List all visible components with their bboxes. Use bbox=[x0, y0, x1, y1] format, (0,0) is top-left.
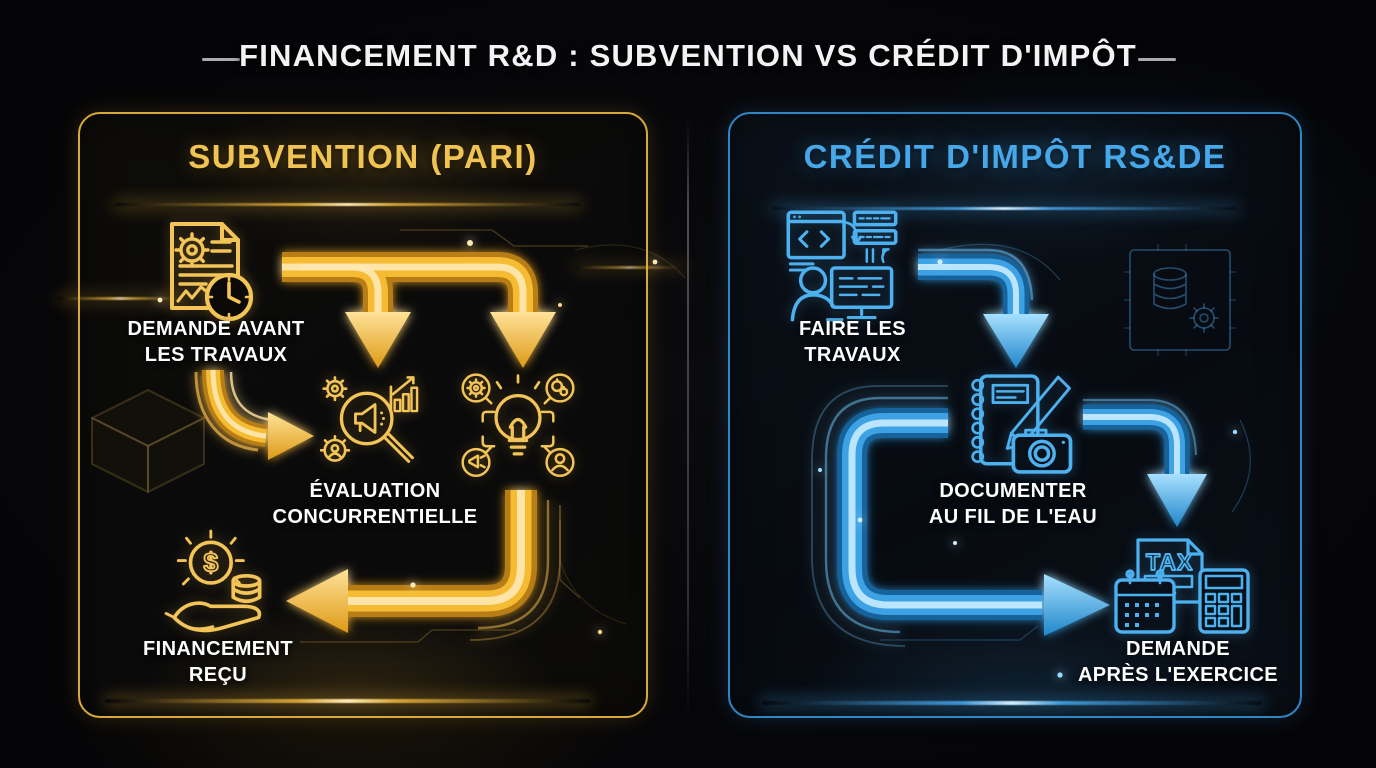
title-right-dash bbox=[1138, 58, 1176, 61]
iso-cube-decoration bbox=[91, 389, 205, 493]
notebook-pen-camera-icon bbox=[971, 374, 1073, 474]
gold-edge-streak bbox=[58, 297, 183, 300]
blue-bottom-glow bbox=[762, 701, 1262, 705]
gold-bottom-glow bbox=[105, 699, 590, 703]
gold-header-underline bbox=[115, 203, 580, 206]
step-label-documenter: DOCUMENTER AU FIL DE L'EAU bbox=[928, 480, 1098, 528]
title-left-dash bbox=[202, 58, 240, 61]
subvention-panel-title: SUBVENTION (PARI) bbox=[188, 138, 538, 175]
lightbulb-network-icon bbox=[461, 373, 575, 478]
step-label-faire-travaux: FAIRE LES TRAVAUX bbox=[799, 318, 906, 366]
page-title: FINANCEMENT R&D : SUBVENTION VS CRÉDIT D… bbox=[239, 38, 1137, 73]
panel-divider bbox=[687, 120, 689, 716]
tax-glyph: TAX bbox=[1146, 549, 1193, 575]
credit-panel-title: CRÉDIT D'IMPÔT RS&DE bbox=[803, 138, 1227, 175]
blue-header-underline bbox=[772, 207, 1237, 210]
chip-database-decoration bbox=[1124, 244, 1236, 356]
step-label-financement: FINANCEMENT REÇU bbox=[143, 638, 293, 686]
developer-workstation-icon bbox=[786, 210, 898, 322]
step-label-demande-apres: DEMANDE APRÈS L'EXERCICE bbox=[1077, 638, 1279, 686]
coin-dollar-glyph: $ bbox=[203, 548, 218, 578]
tax-calculator-icon: TAX bbox=[1114, 538, 1250, 634]
step-label-demande-avant: DEMANDE AVANT LES TRAVAUX bbox=[127, 318, 305, 366]
gold-side-streak bbox=[575, 266, 685, 269]
magnifier-megaphone-icon bbox=[320, 376, 419, 463]
hand-coins-icon: $ bbox=[164, 529, 262, 633]
document-gear-clock-icon bbox=[170, 222, 253, 321]
title-row: FINANCEMENT R&D : SUBVENTION VS CRÉDIT D… bbox=[0, 38, 1376, 74]
step-label-evaluation: ÉVALUATION CONCURRENTIELLE bbox=[272, 480, 478, 528]
